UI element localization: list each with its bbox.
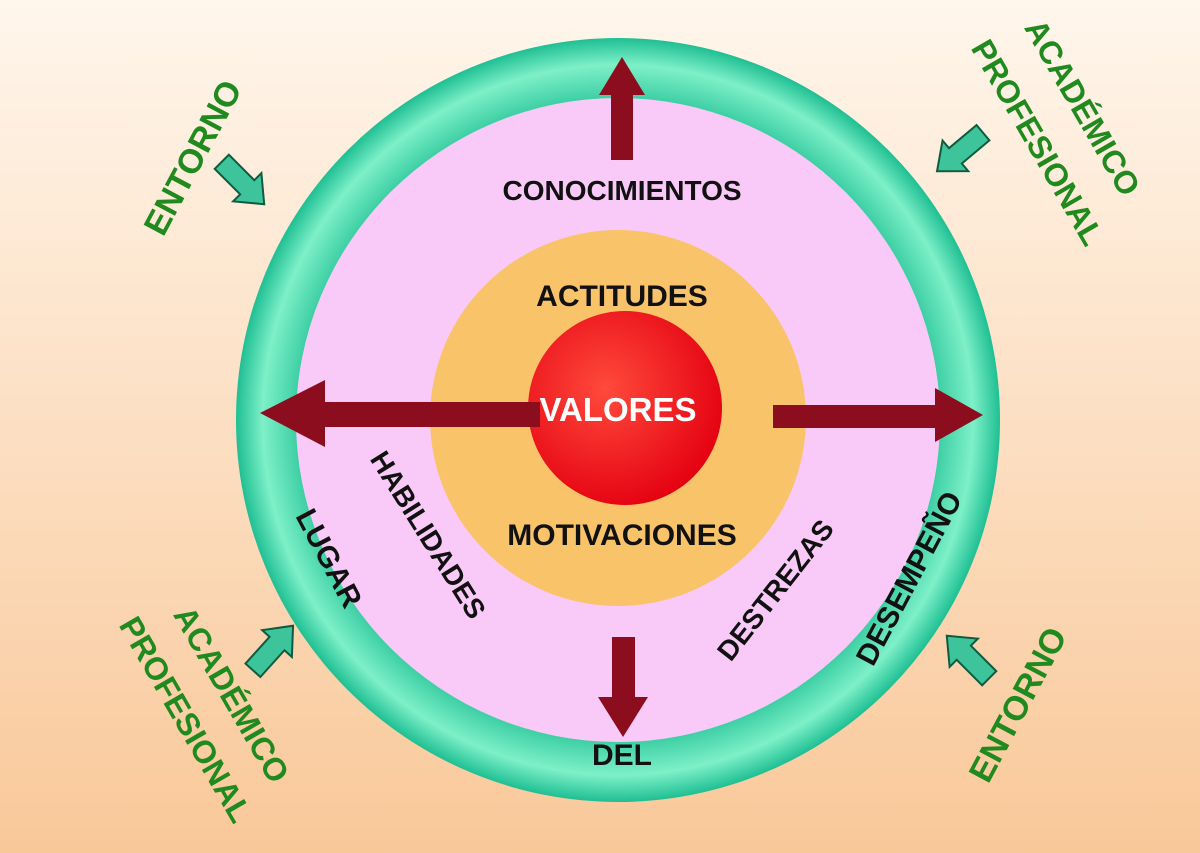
inner-top-label: ACTITUDES xyxy=(536,280,708,313)
arrow-up xyxy=(599,57,645,160)
input-arrow-icon xyxy=(213,153,266,206)
inner-bottom-label: MOTIVACIONES xyxy=(507,519,736,552)
middle-top-label: CONOCIMIENTOS xyxy=(502,175,741,206)
core-label: VALORES xyxy=(539,391,696,428)
core-circle xyxy=(528,311,722,505)
arrow-left xyxy=(260,380,540,447)
input-arrow-icon xyxy=(945,634,998,687)
arrow-right xyxy=(773,388,983,442)
arrow-down xyxy=(598,637,648,737)
input-arrow-icon xyxy=(935,123,991,173)
input-arrow-icon xyxy=(244,624,295,679)
outer-bottom-label: DEL xyxy=(592,739,652,772)
